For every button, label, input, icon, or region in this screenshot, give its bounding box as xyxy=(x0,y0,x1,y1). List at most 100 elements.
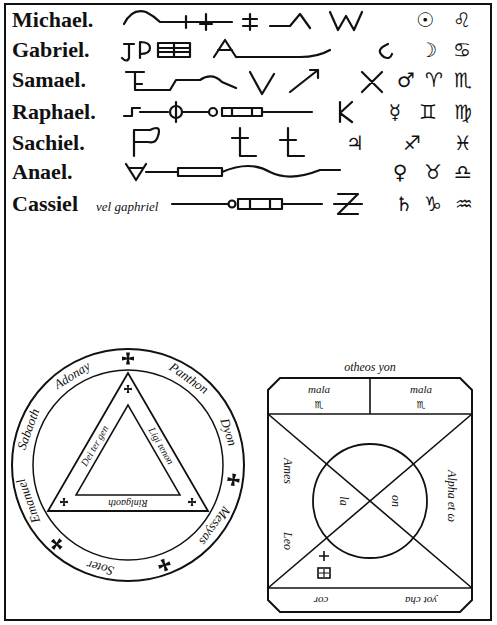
seal-ring-outline xyxy=(10,347,246,583)
angel-name-wrap: Raphael. xyxy=(12,101,96,123)
astrological-symbol-wrap: ♀ xyxy=(393,162,408,182)
astrological-symbol-wrap: ♒ xyxy=(455,194,473,214)
samael-sigil xyxy=(126,70,382,94)
cross-pattee xyxy=(48,536,65,553)
cross-pattee xyxy=(60,498,68,506)
astrological-symbol: ♈ xyxy=(425,70,443,90)
astrological-symbol-wrap: ♈ xyxy=(425,70,443,90)
cassiel-sigil-dot xyxy=(229,201,236,208)
seal-word: Leo xyxy=(282,532,294,550)
seal-word: Dyon xyxy=(219,417,240,448)
seal-word-wrap: la xyxy=(338,496,350,505)
astrological-symbol: ♎ xyxy=(454,162,472,182)
seal-word-wrap: yot cha xyxy=(405,595,437,606)
astrological-symbol: ♄ xyxy=(395,194,413,214)
cross-pattee xyxy=(157,557,172,572)
cassiel-sigil xyxy=(172,194,362,214)
cross-pattee xyxy=(227,473,241,487)
pentacle-seal-outline xyxy=(266,356,474,618)
pentacle-circle-outline xyxy=(312,443,428,559)
seal-lines xyxy=(268,378,472,588)
sachiel-sigil xyxy=(134,128,304,156)
seal-word-wrap: Leo xyxy=(282,532,294,550)
astrological-symbol-wrap: ♉ xyxy=(424,162,442,182)
small-cross xyxy=(319,551,329,561)
angel-name: Anael. xyxy=(12,161,73,183)
seal-border xyxy=(268,378,472,612)
astrological-symbol-wrap: ♓ xyxy=(454,133,472,153)
alternate-name: vel gaphriel xyxy=(96,200,158,213)
angel-name-wrap: Samael. xyxy=(12,69,86,91)
angel-name-wrap: Anael. xyxy=(12,161,73,183)
seal-word: Ames xyxy=(282,458,294,484)
anael-sigil xyxy=(126,164,340,180)
astrological-symbol-wrap: ☿ xyxy=(389,102,401,122)
astrological-symbol-wrap: ♍ xyxy=(454,102,472,122)
angel-name: Michael. xyxy=(12,9,93,31)
seal-word: mala xyxy=(410,384,432,395)
astrological-symbol-wrap: ♌ xyxy=(453,10,471,30)
seal-word-wrap: on xyxy=(390,495,402,507)
pentacle-circle: la on xyxy=(312,443,428,559)
ring-outer xyxy=(12,349,244,581)
triangle-inner xyxy=(76,405,180,495)
raphael-sigil-ring xyxy=(170,106,182,118)
seal-word: on xyxy=(390,495,402,507)
astrological-symbol: ♌ xyxy=(453,10,471,30)
astrological-symbol: ☉ xyxy=(416,10,434,30)
angel-name-wrap: Michael. xyxy=(12,9,93,31)
angel-name-wrap: Gabriel. xyxy=(12,39,90,61)
astrological-symbol-wrap: ♃ xyxy=(346,133,364,153)
astrological-symbol-wrap: ♄ xyxy=(395,194,413,214)
angel-name: Raphael. xyxy=(12,101,96,123)
astrological-symbol: ♊ xyxy=(419,102,437,122)
seal-word: ♏ xyxy=(417,400,426,410)
angel-name: Gabriel. xyxy=(12,39,90,61)
astrological-symbol: ♐ xyxy=(403,133,421,153)
astrological-symbol-wrap: ♂ xyxy=(397,70,415,90)
seal-word: ♏ xyxy=(315,400,324,410)
triangle-outer xyxy=(48,373,208,511)
astrological-symbol: ♋ xyxy=(453,40,471,60)
astrological-symbol-wrap: ♑ xyxy=(424,194,442,214)
seal-word: Alpha et ω xyxy=(446,470,458,522)
astrological-symbol: ♃ xyxy=(346,133,364,153)
seal-word: Rinlgaoth xyxy=(108,498,147,508)
seal-word-wrap: mala xyxy=(410,384,432,395)
astrological-symbol: ♑ xyxy=(424,194,442,214)
outer-frame xyxy=(5,4,491,620)
cross-pattee xyxy=(124,385,132,393)
angel-name-wrap: Cassiel xyxy=(12,193,78,215)
pentacle-seal: otheos yonmala♏mala♏AmesAlpha et ωLeocor… xyxy=(266,356,474,618)
seal-triangle: Dei ter genLigi tenonRinlgaoth xyxy=(48,373,208,511)
astrological-symbol-wrap: ♋ xyxy=(453,40,471,60)
seal-word-wrap: cor xyxy=(314,595,329,606)
astrological-symbol-wrap: ☉ xyxy=(416,10,434,30)
seal-word-wrap: Alpha et ω xyxy=(446,470,458,522)
astrological-symbol-wrap: ♊ xyxy=(419,102,437,122)
seal-word: otheos yon xyxy=(344,361,396,373)
astrological-symbol-wrap: ♏ xyxy=(454,70,472,90)
alternate-name-wrap: vel gaphriel xyxy=(96,200,158,213)
astrological-symbol: ☿ xyxy=(389,102,401,122)
astrological-symbol: ♉ xyxy=(424,162,442,182)
circle-border xyxy=(313,444,427,558)
raphael-sigil-dot xyxy=(209,108,217,116)
michael-sigil xyxy=(124,11,362,30)
cross-pattee xyxy=(122,353,134,365)
astrological-symbol: ♓ xyxy=(454,133,472,153)
astrological-symbol-wrap: ☽ xyxy=(419,40,437,60)
seal-word-wrap: otheos yon xyxy=(344,361,396,373)
astrological-symbol-wrap: ♎ xyxy=(454,162,472,182)
seal-word: la xyxy=(338,496,350,505)
angel-name: Samael. xyxy=(12,69,86,91)
box-cross xyxy=(319,569,329,577)
seal-word: cor xyxy=(314,595,329,606)
seal-word-wrap: Dyon xyxy=(219,417,240,448)
seal-triangle-outline xyxy=(48,373,208,511)
seal-word-wrap: ♏ xyxy=(315,400,324,410)
seal-word-wrap: Ames xyxy=(282,458,294,484)
astrological-symbol: ♏ xyxy=(454,70,472,90)
